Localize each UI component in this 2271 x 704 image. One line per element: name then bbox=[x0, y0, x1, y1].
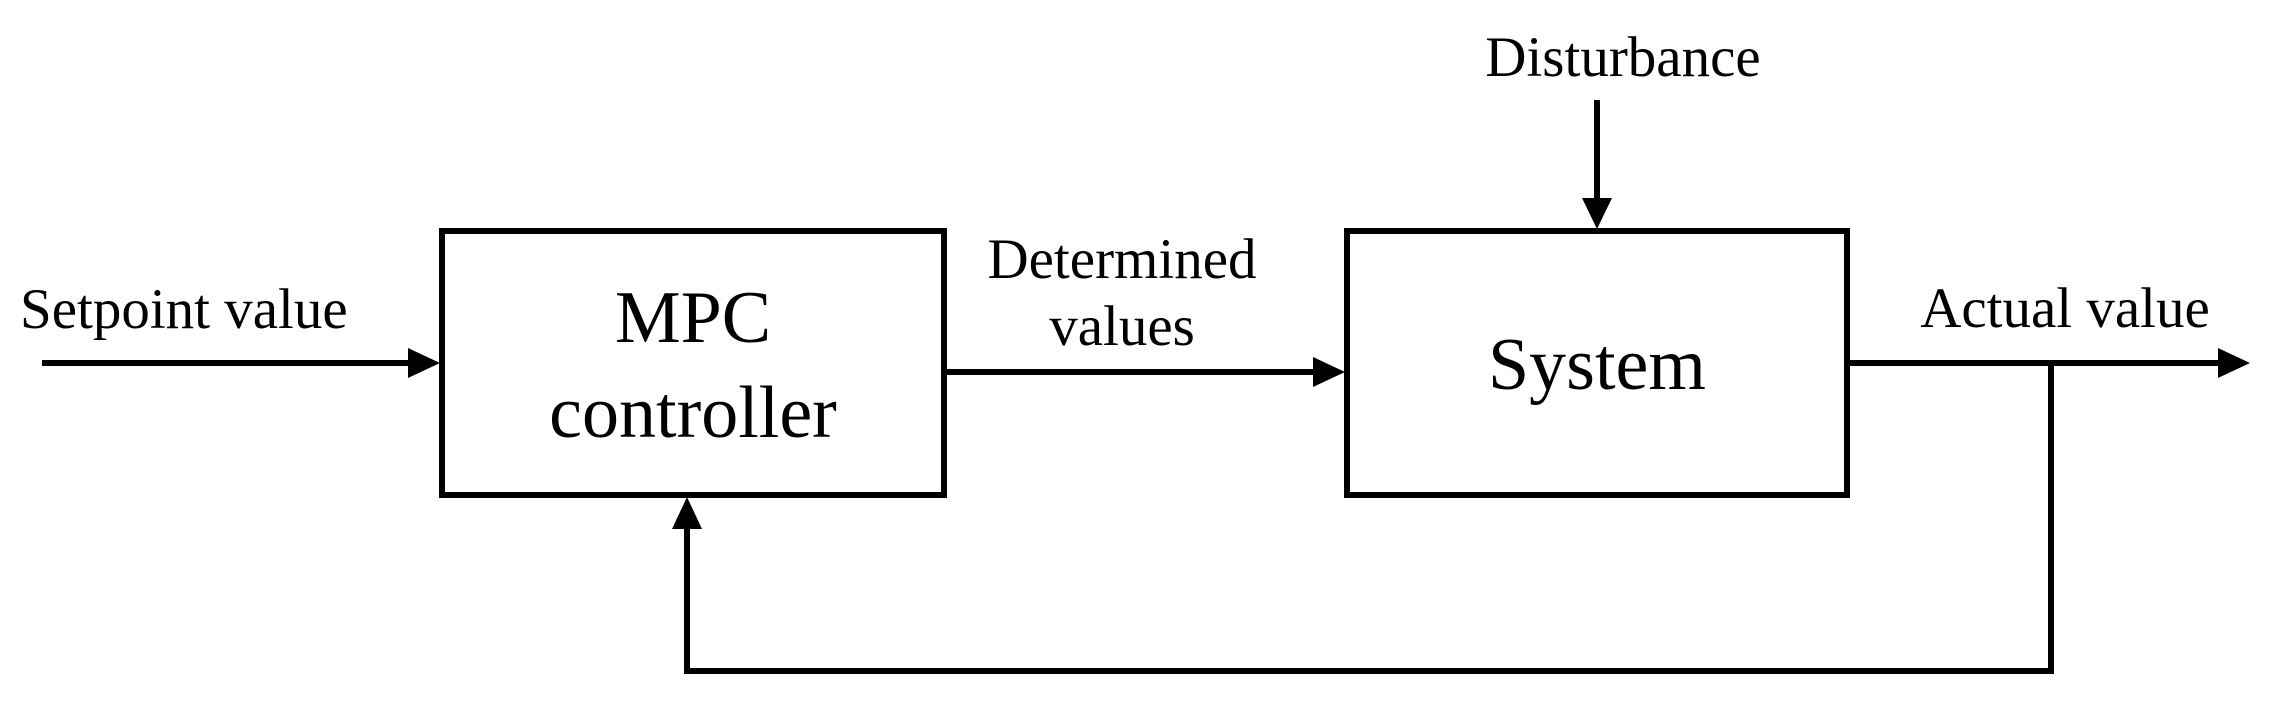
actual-value-label: Actual value bbox=[1920, 277, 2210, 340]
determined-values-signal: Determined values bbox=[944, 228, 1345, 387]
feedback-arrowhead bbox=[672, 497, 702, 529]
mpc-controller-label-line1: MPC bbox=[615, 277, 771, 359]
setpoint-arrowhead bbox=[408, 348, 440, 378]
setpoint-signal: Setpoint value bbox=[20, 278, 440, 378]
disturbance-signal: Disturbance bbox=[1485, 26, 1761, 229]
actual-value-signal: Actual value bbox=[1847, 277, 2250, 378]
disturbance-arrowhead bbox=[1582, 198, 1612, 229]
mpc-controller-label-line2: controller bbox=[549, 372, 837, 454]
mpc-controller-block: MPC controller bbox=[439, 228, 947, 498]
system-box bbox=[1344, 228, 1850, 498]
feedback-loop-line bbox=[684, 363, 2054, 674]
actual-value-arrowhead bbox=[2218, 348, 2250, 378]
determined-values-arrowhead bbox=[1313, 357, 1345, 387]
system-block: System bbox=[1344, 228, 1850, 498]
feedback-loop bbox=[672, 363, 2054, 674]
disturbance-label: Disturbance bbox=[1485, 26, 1760, 89]
mpc-controller-box bbox=[439, 228, 947, 498]
system-label: System bbox=[1488, 324, 1706, 406]
setpoint-value-label: Setpoint value bbox=[20, 278, 348, 341]
determined-values-label-line2: values bbox=[1049, 295, 1195, 358]
determined-values-label-line1: Determined bbox=[987, 228, 1256, 291]
